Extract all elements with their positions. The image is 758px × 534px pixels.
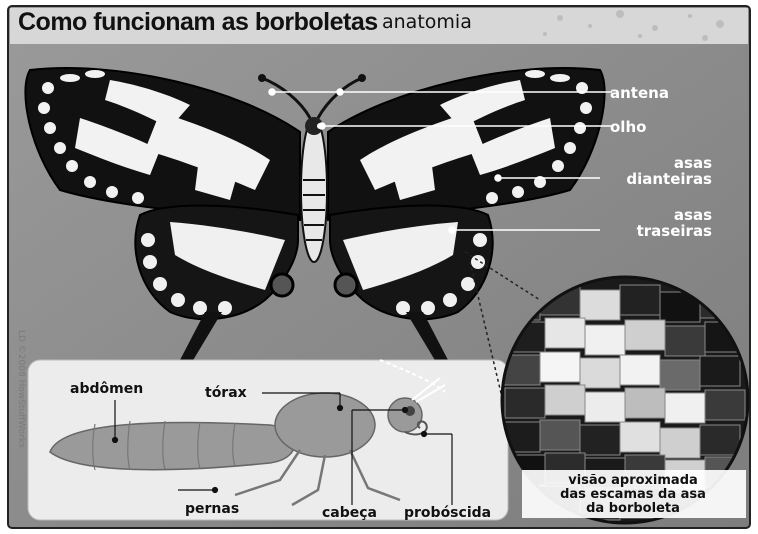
label-hindwings-line2: traseiras	[600, 223, 712, 239]
page-title: Como funcionam as borboletas	[18, 8, 378, 37]
label-eye: olho	[610, 119, 690, 135]
label-thorax: tórax	[205, 386, 247, 401]
thorax-shape	[275, 393, 375, 457]
closeup-caption-line2: das escamas da asa	[518, 488, 748, 502]
label-forewings-line2: dianteiras	[600, 171, 712, 187]
closeup-caption: visão aproximada das escamas da asa da b…	[518, 474, 748, 516]
label-legs: pernas	[185, 502, 239, 517]
label-proboscis: probóscida	[404, 506, 491, 521]
right-eyespot	[335, 274, 357, 296]
label-antenna: antena	[610, 85, 690, 101]
label-abdomen: abdômen	[70, 382, 143, 397]
left-eyespot	[271, 274, 293, 296]
closeup-caption-line3: da borboleta	[518, 502, 748, 516]
page-subtitle: anatomia	[382, 11, 472, 33]
head-shape	[388, 398, 422, 432]
label-hindwings-line1: asas	[600, 207, 712, 223]
label-head: cabeça	[322, 506, 377, 521]
copyright-credit: LD ©2008 HowStuffWorks	[16, 330, 26, 448]
label-forewings-line1: asas	[600, 155, 712, 171]
closeup-caption-line1: visão aproximada	[518, 474, 748, 488]
